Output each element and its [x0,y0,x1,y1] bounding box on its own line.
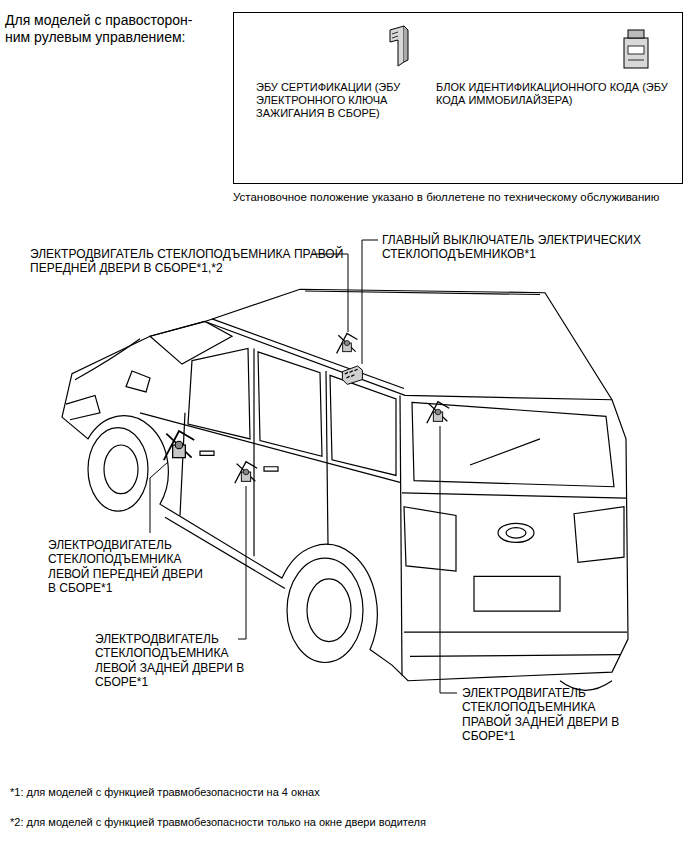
vehicle-body [404,507,456,571]
vehicle-body [474,576,560,611]
vehicle-body [180,413,185,516]
vehicle-body [140,413,400,483]
ecu-icon [628,30,644,38]
ecu-icon [404,26,408,62]
vehicle-body [412,402,614,486]
vehicle-body [287,558,363,662]
part-icon [427,402,449,423]
vehicle-body [253,348,254,556]
vehicle-body [205,321,612,399]
ecu-icon [392,32,398,38]
vehicle-body [305,291,540,294]
ecu-icon [624,38,648,68]
vehicle-body [574,507,624,563]
part-label: ГЛАВНЫЙ ВЫКЛЮЧАТЕЛЬ ЭЛЕКТРИЧЕСКИХ СТЕКЛО… [382,233,682,262]
vehicle-body [150,321,232,364]
leader-line [150,240,457,693]
vehicle-body [326,371,328,545]
vehicle-body [88,428,148,512]
applicability-note: Для моделей с правосторон- ним рулевым у… [5,12,220,46]
vehicle-body [212,319,404,389]
vehicle-body [506,528,526,538]
leader-line [362,240,378,364]
part-icon [342,366,362,384]
part-name: БЛОК ИДЕНТИФИКАЦИОННОГО КОДА (ЭБУ КОДА И… [436,81,678,107]
part-icon [164,333,449,483]
part-label: ЭЛЕКТРОДВИГАТЕЛЬ СТЕКЛОПОДЪЕМНИКА ПРАВОЙ… [30,247,345,276]
vehicle-body [126,371,150,392]
leader-line [238,486,246,639]
leader-line [150,462,168,533]
vehicle-body [104,445,138,494]
vehicle-body [62,289,628,690]
leader-line [312,254,348,332]
vehicle-body [62,289,628,681]
part-icon [235,462,257,483]
footnote: *2: для моделей с функцией травмобезопас… [10,816,680,829]
ecu-icon [628,46,644,54]
vehicle-body [258,352,322,456]
leader-line [440,426,457,693]
part-icon [337,333,358,353]
vehicle-body [307,579,351,642]
vehicle-body [75,339,140,380]
ecu-icon [390,26,408,66]
footnote: *1: для моделей с функцией травмобезопас… [10,786,680,799]
ecu-icon [624,30,648,68]
part-label: ЭЛЕКТРОДВИГАТЕЛЬ СТЕКЛОПОДЪЕМНИКА ПРАВОЙ… [462,686,627,744]
vehicle-body [400,395,402,675]
vehicle-body [470,439,540,465]
part-label: ЭЛЕКТРОДВИГАТЕЛЬ СТЕКЛОПОДЪЕМНИКА ЛЕВОЙ … [95,632,260,690]
ecu-icon [390,26,404,66]
vehicle-body [330,375,396,475]
part-name: ЭБУ СЕРТИФИКАЦИИ (ЭБУ ЭЛЕКТРОННОГО КЛЮЧА… [256,81,428,121]
location-note: Установочное положение указано в бюллете… [233,191,673,205]
vehicle-body [404,631,627,632]
part-icon [164,431,194,460]
vehicle-body [410,655,620,657]
part-label: ЭЛЕКТРОДВИГАТЕЛЬ СТЕКЛОПОДЪЕМНИКА ЛЕВОЙ … [48,538,213,596]
vehicle-body [188,348,250,438]
vehicle-body [498,523,534,542]
vehicle-body [66,395,100,419]
vehicle-body [200,451,214,455]
vehicle-body [402,493,626,498]
location-frame: ЭБУ СЕРТИФИКАЦИИ (ЭБУ ЭЛЕКТРОННОГО КЛЮЧА… [233,12,683,184]
vehicle-body [264,467,278,471]
ecu-icon [628,60,644,61]
